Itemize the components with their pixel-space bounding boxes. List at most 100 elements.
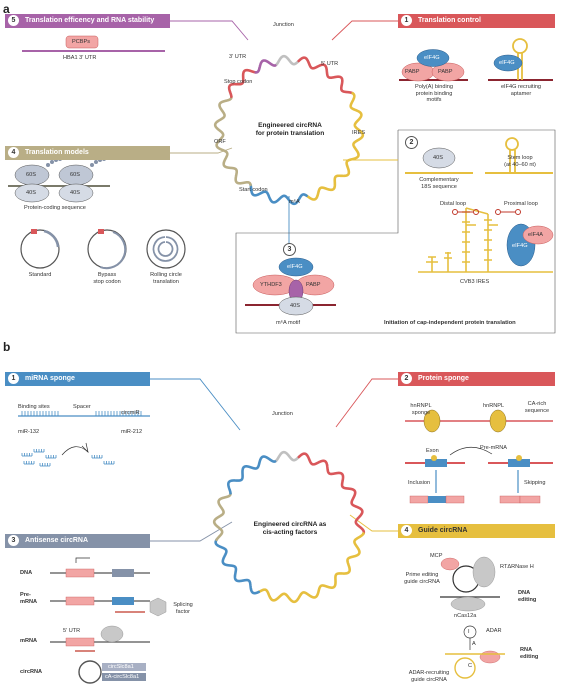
badge-b4: 4 (401, 525, 412, 536)
stem (509, 150, 516, 173)
connector-b1 (150, 378, 241, 431)
label-rna-editing-l1: RNA (520, 647, 533, 653)
label-hnrnpl-sponge-l1: hnRNPL (410, 403, 432, 409)
header-mirna-sponge: 1 miRNA sponge (5, 372, 150, 386)
label-mir132: miR-132 (18, 429, 40, 435)
label-ca-circslc: cA-circSlc8a1 (105, 674, 140, 680)
label-60s-2: 60S (70, 172, 80, 178)
adar-protein (479, 650, 501, 664)
label-60s-1: 60S (26, 172, 36, 178)
circslc-bar (102, 663, 146, 671)
label-eif4g-polya: eIF4G (424, 55, 440, 61)
center-title-b-line2: cis-acting factors (262, 529, 318, 536)
label-binding-sites: Binding sites (18, 404, 50, 410)
ribosome-40s-1 (14, 183, 50, 203)
label-start-codon: Start codon (239, 187, 268, 193)
label-bypass-l1: Bypass (97, 272, 117, 278)
circrna-ring-a (213, 54, 365, 206)
eif4g-polya (416, 49, 450, 67)
header-translation-efficiency: 5 Translation efficency and RNA stabilit… (5, 14, 170, 28)
label-c: C (468, 663, 473, 669)
hnrnpl-left (431, 455, 437, 461)
label-skipping: Skipping (524, 480, 546, 486)
label-stem-l2: (at 40–60 nt) (504, 161, 536, 168)
label-spacer: Spacer (73, 404, 91, 410)
label-polya-l3: motifs (426, 97, 442, 104)
label-ca-rich: CA-rich sequence (518, 401, 556, 414)
header-protein-sponge: 2 Protein sponge (398, 372, 555, 386)
label-adar-guide: ADAR-recruiting guide circRNA (400, 670, 458, 683)
label-rna-editing: RNA editing (520, 647, 538, 660)
circle-standard (20, 229, 60, 269)
label-junction-a: Junction (273, 22, 294, 28)
label-polya-l2: protein binding (415, 90, 453, 97)
eif4g-m6a (278, 257, 314, 277)
label-ca-rich-l1: CA-rich (527, 401, 547, 407)
title-b2: Protein sponge (418, 375, 469, 382)
label-adar: ADAR (486, 628, 502, 634)
label-a: A (472, 641, 476, 647)
ring-a-segment-2 (305, 91, 365, 201)
connector-1 (331, 20, 398, 41)
stem-loop (505, 137, 519, 151)
label-polya-l1: Poly(A) binding (415, 84, 453, 90)
label-40s-2: 40S (70, 190, 80, 196)
label-proximal-loop: Proximal loop (504, 201, 538, 207)
pabp-right (431, 62, 465, 82)
badge-b1: 1 (8, 373, 19, 384)
hnrnpl-right (516, 455, 522, 461)
label-utr3: 3′ UTR (229, 54, 247, 60)
circrna-circle (78, 660, 102, 684)
label-pre-mrna: Pre-mRNA (480, 445, 508, 451)
distal-proximal-loops (452, 209, 521, 215)
label-pre-mrna-b3: Pre- mRNA (20, 592, 37, 605)
label-pabp-left: PABP (405, 69, 420, 75)
label-m6a: m⁶A (289, 199, 300, 205)
label-splicing-l2: factor (176, 608, 190, 615)
title-b3: Antisense circRNA (25, 537, 89, 544)
label-hba1: HBA1 3′ UTR (63, 55, 97, 61)
initiation-box-outline (235, 129, 556, 334)
ribosome-40s-m6a (278, 296, 314, 316)
label-pcbps: PCBPs (72, 39, 91, 45)
start-mark-standard (31, 229, 37, 234)
label-prime-l2: guide circRNA (404, 578, 440, 585)
label-hnrnpl-sponge-l2: sponge (411, 409, 431, 416)
label-adar-guide-l1: ADAR-recruiting (408, 670, 450, 676)
ncas12a (450, 596, 486, 612)
free-mirnas (21, 449, 115, 467)
badge-1: 1 (401, 15, 412, 26)
label-hnrnpl: hnRNPL (483, 403, 505, 409)
label-stop-codon: Stop codon (224, 79, 253, 85)
rt-rnase (472, 556, 496, 588)
title-4: Translation models (25, 149, 89, 156)
label-pre-l1: Pre- (20, 592, 31, 598)
ring-b-segment-4 (214, 538, 260, 595)
label-aptamer: eIF4G recruiting aptamer (490, 84, 552, 97)
inosine-circle (463, 625, 477, 639)
ca-circslc-bar (102, 673, 146, 681)
label-rolling-l1: Rolling circle (150, 272, 182, 278)
label-rna-editing-l2: editing (520, 653, 539, 660)
label-rolling: Rolling circle translation (138, 272, 194, 285)
binding-site-ticks (21, 411, 142, 416)
title-5: Translation efficency and RNA stability (25, 17, 155, 24)
center-title-a-line1: Engineered circRNA (258, 122, 322, 129)
ring-a-segment-3 (249, 183, 308, 206)
label-hnrnpl-sponge: hnRNPL sponge (404, 403, 438, 416)
label-complementary-l2: 18S sequence (421, 183, 457, 190)
badge-b2: 2 (401, 373, 412, 384)
label-eif4a: eIF4A (528, 232, 543, 238)
label-aptamer-l1: eIF4G recruiting (500, 84, 542, 90)
label-complementary-l1: Complementary (419, 177, 459, 183)
label-40s-comp: 40S (433, 155, 443, 161)
ribosome-mrna (100, 625, 124, 643)
label-mrna: mRNA (20, 638, 38, 644)
label-initiation: Initiation of cap-independent protein tr… (384, 320, 516, 326)
ring-b-segment-1 (297, 452, 366, 535)
badge-3: 3 (283, 243, 296, 256)
exon-left (425, 459, 447, 467)
label-pabp-m6a: PABP (306, 282, 321, 288)
ribosome-40s-2 (58, 183, 94, 203)
